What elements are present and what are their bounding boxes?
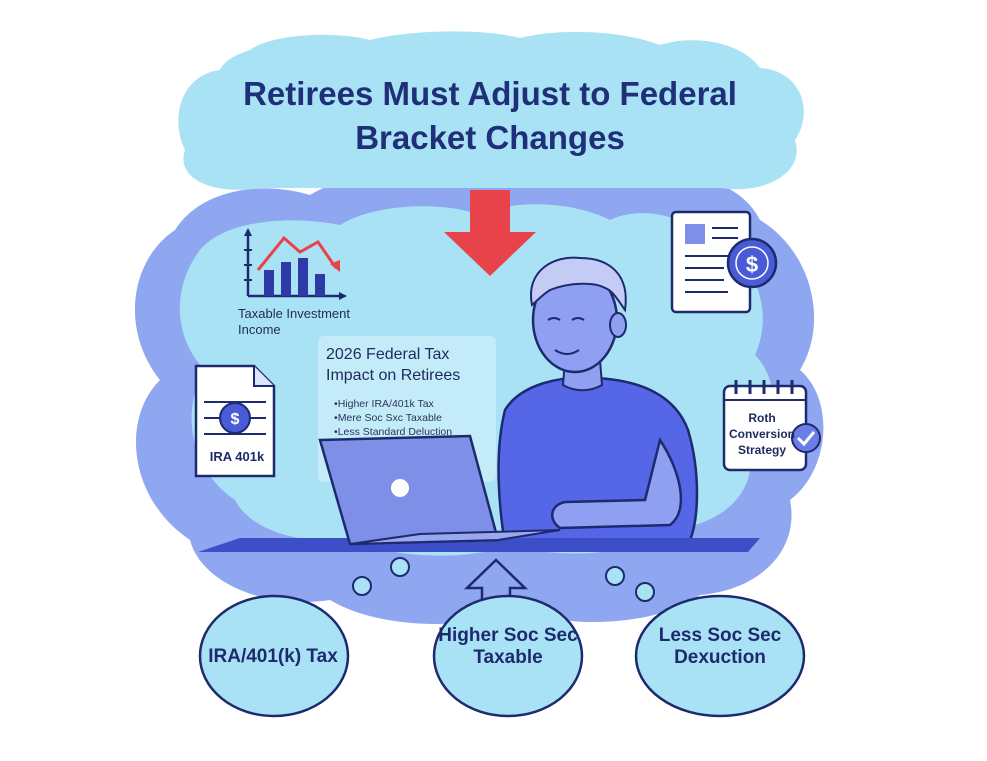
bubble-ira-tax: IRA/401(k) Tax [208, 646, 338, 667]
info-panel-list: Higher IRA/401k Tax Mere Soc Sxc Taxable… [334, 397, 494, 439]
chart-label: Taxable Investment Income [238, 306, 351, 337]
down-arrow-icon [444, 190, 536, 276]
svg-text:$: $ [231, 411, 240, 428]
info-panel-item: Mere Soc Sxc Taxable [334, 411, 494, 425]
thought-dots [352, 557, 655, 602]
ira-document-icon: $ [194, 364, 276, 478]
line-bar-chart-icon [244, 228, 347, 300]
info-panel-item: Less Standard Deluction [334, 425, 494, 439]
ira-card-label: IRA 401k [209, 449, 265, 464]
info-panel-title: 2026 Federal Tax Impact on Retirees [326, 346, 461, 384]
person-figure [497, 256, 699, 547]
svg-text:$: $ [746, 252, 758, 277]
page-title: Retirees Must Adjust to Federal Bracket … [243, 75, 737, 156]
bubble-less-soc-sec: Less Soc Sec Dexuction [658, 625, 782, 668]
bottom-bubbles [198, 594, 806, 718]
title-cloud [178, 31, 804, 190]
bubble-higher-soc-sec: Higher Soc Sec Taxable [438, 625, 578, 668]
info-panel-item: Higher IRA/401k Tax [334, 397, 494, 411]
document-dollar-icon: $ [670, 210, 778, 314]
desk [198, 538, 760, 552]
roth-card-label: Roth Conversion Strategy [728, 411, 795, 457]
laptop-icon [318, 434, 561, 546]
calendar-check-icon [722, 380, 821, 472]
